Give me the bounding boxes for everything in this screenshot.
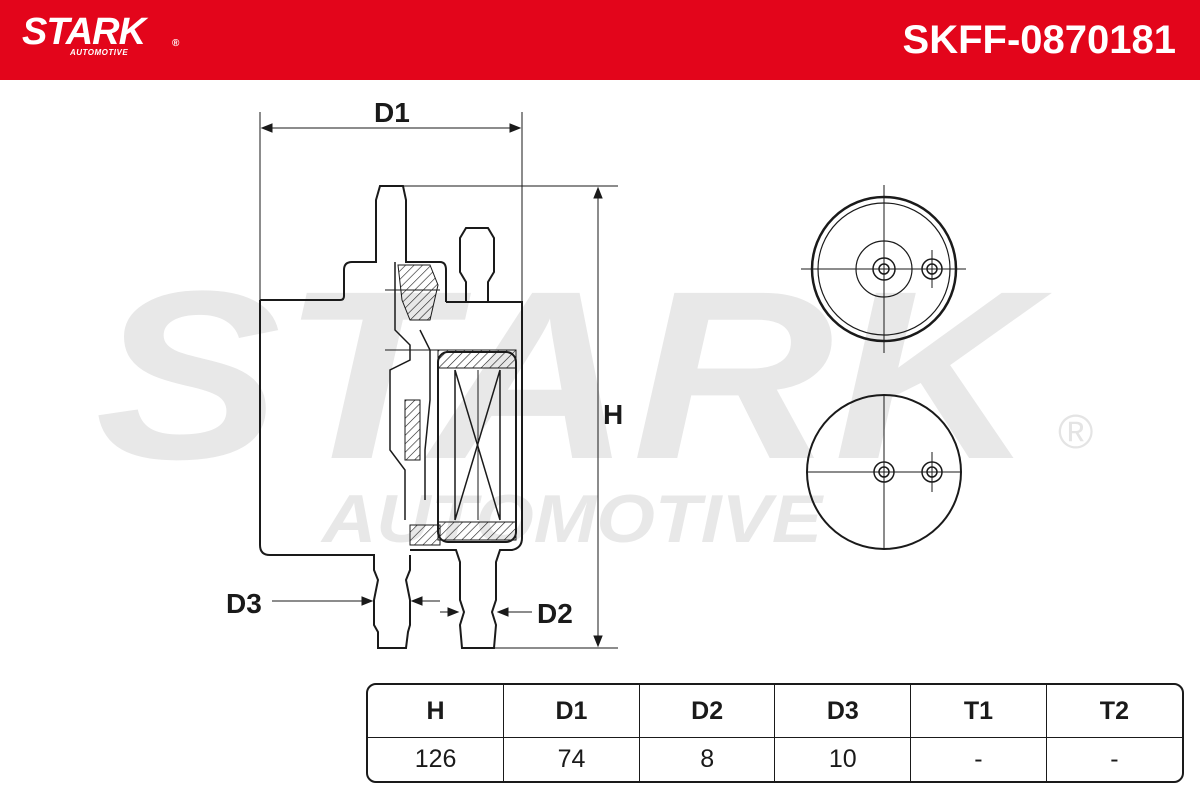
spec-header-h: H [368,685,504,738]
brand-registered-mark: ® [172,38,180,49]
technical-drawing: STARK AUTOMOTIVE ® [95,97,1093,649]
spec-header-d1: D1 [503,685,640,738]
spec-table-value-row: 126 74 8 10 - - [368,737,1182,781]
dimension-label-d3: D3 [226,588,262,619]
part-number: SKFF-0870181 [902,18,1176,62]
spec-table: H D1 D2 D3 T1 T2 126 74 8 10 - - [366,683,1184,783]
spec-value-d3: 10 [774,737,911,781]
watermark-sub: AUTOMOTIVE [320,481,825,557]
top-view [801,185,966,353]
header-bar: STARK AUTOMOTIVE ® SKFF-0870181 [0,0,1200,80]
spec-header-d3: D3 [774,685,911,738]
spec-table-header-row: H D1 D2 D3 T1 T2 [368,685,1182,738]
dimension-label-h: H [603,399,623,430]
dimension-label-d2: D2 [537,598,573,629]
dimension-label-d1: D1 [374,97,410,128]
dimension-lines [259,112,618,649]
brand-logo-sub: AUTOMOTIVE [70,48,129,57]
spec-value-h: 126 [414,745,457,773]
spec-value-d2: 8 [638,737,775,781]
watermark-registered-mark: ® [1058,406,1093,459]
brand-logo: STARK AUTOMOTIVE ® [22,11,179,57]
spec-value-t1: - [910,737,1047,781]
filter-section-hatching [397,264,517,546]
spec-header-d2: D2 [638,685,775,738]
watermark: STARK AUTOMOTIVE ® [95,241,1093,557]
spec-header-t1: T1 [910,685,1047,738]
spec-value-t2: - [1045,737,1182,781]
spec-value-d1: 74 [503,737,640,781]
watermark-word: STARK [95,241,1052,509]
bottom-view [806,394,962,550]
spec-header-t2: T2 [1045,685,1182,738]
brand-logo-word: STARK [22,11,146,53]
